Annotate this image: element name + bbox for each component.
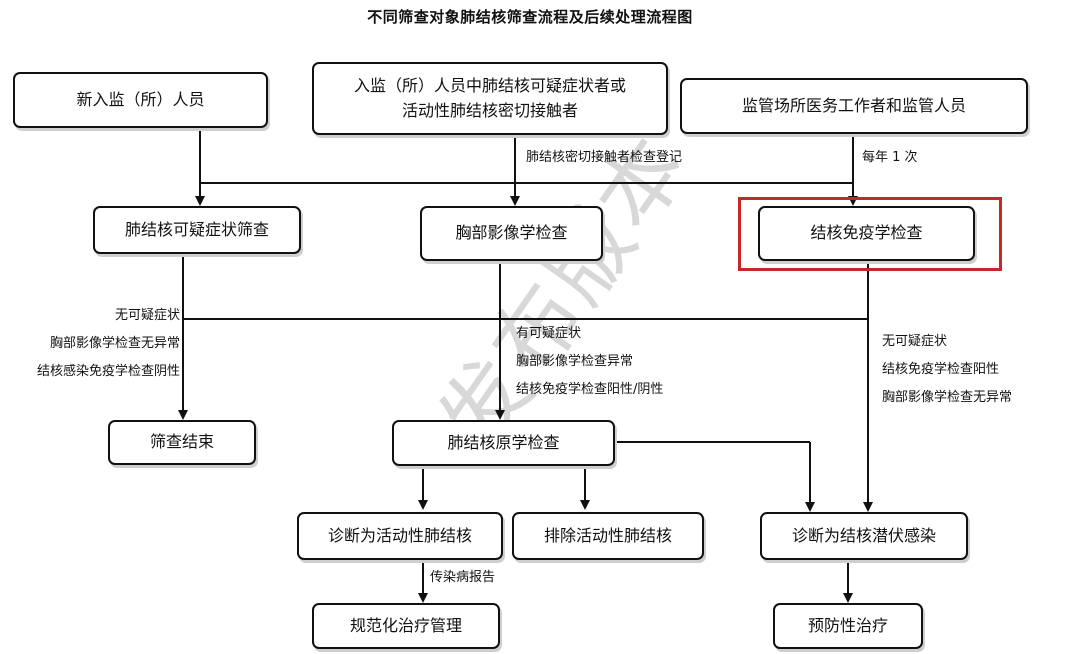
suspects-label-line1: 入监（所）人员中肺结核可疑症状者或	[353, 75, 626, 95]
right-condition-1: 无可疑症状	[882, 334, 948, 349]
staff-box: 监管场所医务工作者和监管人员	[680, 78, 1028, 134]
screening-end-box: 筛查结束	[108, 420, 256, 465]
right-latent-conditions: 无可疑症状 结核免疫学检查阳性 胸部影像学检查无异常	[882, 328, 1012, 412]
chart-title: 不同筛查对象肺结核筛查流程及后续处理流程图	[367, 8, 693, 26]
staff-label: 监管场所医务工作者和监管人员	[741, 95, 966, 115]
etiology-label: 肺结核原学检查	[447, 432, 560, 452]
etiology-box: 肺结核原学检查	[392, 420, 615, 466]
active-tb-box: 诊断为活动性肺结核	[297, 512, 503, 560]
immunology-box: 结核免疫学检查	[758, 206, 975, 261]
chest-imaging-label: 胸部影像学检查	[455, 223, 568, 243]
new-inmates-label: 新入监（所）人员	[76, 89, 205, 109]
latent-box: 诊断为结核潜伏感染	[760, 512, 968, 560]
contact-register-note: 肺结核密切接触者检查登记	[526, 150, 683, 165]
left-negative-conditions: 无可疑症状 胸部影像学检查无异常 结核感染免疫学检查阴性	[6, 302, 180, 386]
highlight-frame	[738, 197, 1002, 271]
screening-end-label: 筛查结束	[149, 432, 214, 452]
standard-treatment-label: 规范化治疗管理	[349, 615, 462, 635]
latent-label: 诊断为结核潜伏感染	[791, 525, 936, 545]
new-inmates-box: 新入监（所）人员	[13, 72, 268, 128]
chest-imaging-box: 胸部影像学检查	[420, 206, 603, 261]
suspects-label-line2: 活动性肺结核密切接触者	[401, 100, 578, 120]
left-condition-3: 结核感染免疫学检查阴性	[36, 364, 180, 379]
preventive-label: 预防性治疗	[807, 615, 888, 635]
suspects-box: 入监（所）人员中肺结核可疑症状者或 活动性肺结核密切接触者	[312, 62, 668, 135]
symptom-screening-label: 肺结核可疑症状筛查	[124, 219, 269, 239]
preventive-box: 预防性治疗	[773, 603, 923, 649]
left-condition-1: 无可疑症状	[114, 308, 180, 323]
report-note: 传染病报告	[430, 570, 496, 585]
exclude-tb-label: 排除活动性肺结核	[543, 525, 672, 545]
right-condition-2: 结核免疫学检查阳性	[882, 362, 1000, 377]
standard-treatment-box: 规范化治疗管理	[312, 603, 500, 649]
middle-condition-2: 胸部影像学检查异常	[516, 354, 634, 369]
symptom-screening-box: 肺结核可疑症状筛查	[93, 206, 301, 254]
middle-positive-conditions: 有可疑症状 胸部影像学检查异常 结核免疫学检查阳性/阴性	[516, 320, 663, 404]
immunology-label: 结核免疫学检查	[810, 223, 923, 243]
middle-condition-1: 有可疑症状	[516, 326, 582, 341]
yearly-note: 每年 1 次	[862, 150, 918, 165]
right-condition-3: 胸部影像学检查无异常	[882, 390, 1013, 405]
exclude-tb-box: 排除活动性肺结核	[512, 512, 704, 560]
active-tb-label: 诊断为活动性肺结核	[327, 525, 472, 545]
middle-condition-3: 结核免疫学检查阳性/阴性	[516, 382, 664, 397]
left-condition-2: 胸部影像学检查无异常	[49, 336, 180, 351]
